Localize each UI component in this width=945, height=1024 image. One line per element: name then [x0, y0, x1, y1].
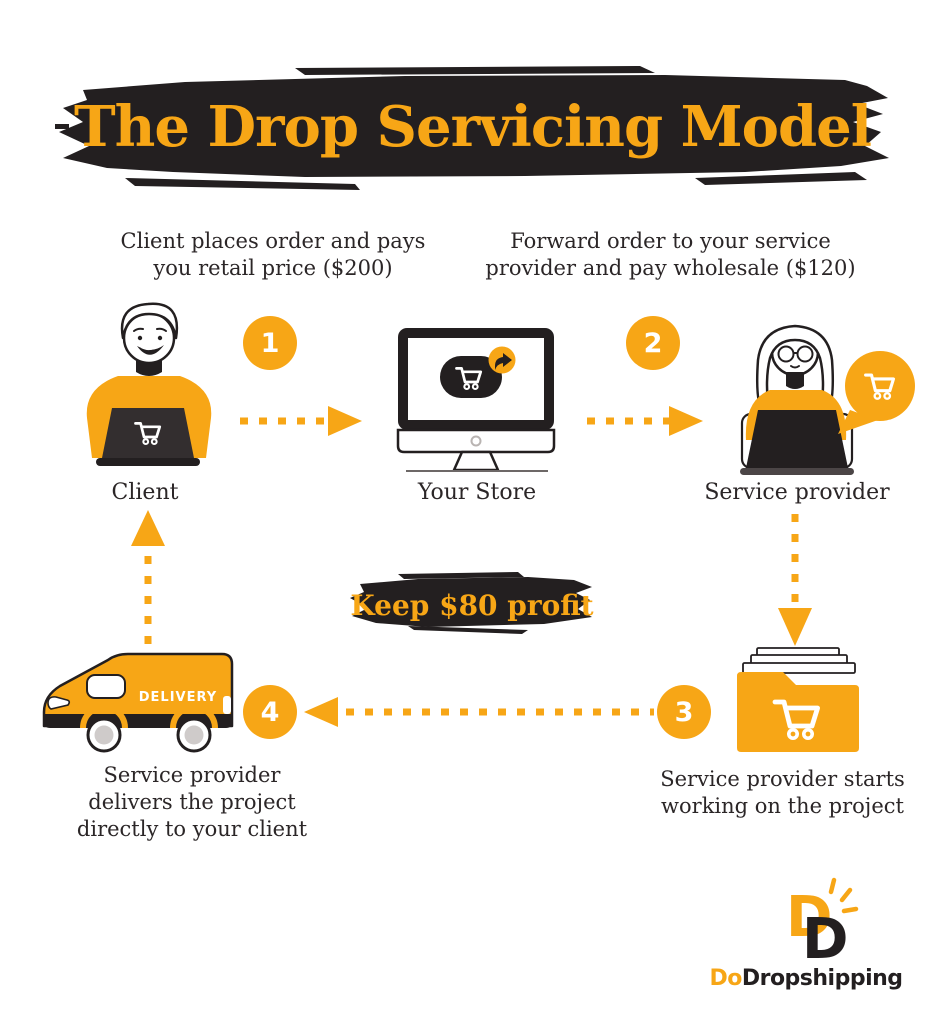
client-label: Client — [111, 480, 179, 505]
van-wheel-hub — [184, 725, 204, 745]
monitor-stand — [452, 450, 500, 472]
store-illustration — [396, 328, 556, 472]
brand-wordmark-do: Do — [709, 966, 742, 991]
client-brows — [133, 327, 167, 332]
step-1-caption-line-2: you retail price ($200) — [153, 256, 393, 280]
client-laptop — [102, 408, 194, 458]
provider-label: Service provider — [704, 480, 890, 505]
monitor-button — [470, 435, 482, 447]
profit-banner: Keep $80 profit — [348, 572, 596, 638]
arrow-store-to-provider — [587, 406, 703, 436]
step-3-caption-line-2: working on the project — [661, 794, 904, 818]
folder-icon — [737, 647, 859, 752]
step-3-caption-line-1: Service provider starts — [660, 767, 905, 791]
step-1-badge: 1 — [243, 316, 297, 370]
step-2-caption-line-2: provider and pay wholesale ($120) — [485, 256, 856, 280]
title-banner: The Drop Servicing Model — [55, 66, 890, 194]
brush-stroke — [55, 66, 889, 190]
arrow-provider-to-folder — [778, 514, 812, 646]
arrow-folder-to-van — [304, 697, 654, 727]
van-door-handle — [223, 696, 231, 714]
van-headlight — [47, 696, 71, 710]
step-4-number: 4 — [260, 696, 280, 728]
van-fender-front — [80, 704, 128, 729]
brand-wordmark: DoDropshipping — [700, 966, 912, 991]
step-4-caption-line-1: Service provider — [103, 763, 281, 787]
van-wheel-hub — [94, 725, 114, 745]
provider-laptop — [746, 410, 848, 468]
client-eye-right — [157, 335, 163, 341]
share-icon — [495, 353, 512, 370]
folder-paper — [742, 662, 856, 674]
client-eye-left — [137, 335, 143, 341]
logo-rays-icon — [828, 877, 859, 914]
provider-laptop-base — [740, 468, 854, 475]
delivery-van-icon: DELIVERY — [42, 652, 234, 753]
store-label: Your Store — [417, 480, 537, 505]
step-3-badge: 3 — [657, 685, 711, 739]
van-window — [86, 674, 126, 699]
folder-body — [737, 672, 859, 752]
step-3-caption: Service provider starts working on the p… — [650, 766, 915, 820]
page-title: The Drop Servicing Model — [73, 94, 872, 160]
client-laptop-base — [96, 458, 200, 466]
step-2-caption: Forward order to your service provider a… — [458, 228, 883, 282]
step-1-caption-line-1: Client places order and pays — [120, 229, 426, 253]
van-fender-rear — [170, 704, 218, 729]
van-text: DELIVERY — [139, 690, 217, 705]
brush-stroke — [350, 572, 592, 634]
provider-collar — [786, 372, 804, 389]
step-4-caption-line-2: delivers the project — [88, 790, 296, 814]
step-1-number: 1 — [260, 327, 280, 359]
profit-text: Keep $80 profit — [350, 588, 594, 622]
client-hair — [120, 302, 179, 340]
arrow-client-to-store — [240, 406, 362, 436]
brand-logo-mark: D D — [786, 877, 859, 972]
step-2-caption-line-1: Forward order to your service — [510, 229, 831, 253]
provider-smile — [790, 365, 800, 369]
client-teeth — [141, 344, 160, 351]
step-3-number: 3 — [674, 696, 694, 728]
step-1-caption: Client places order and pays you retail … — [88, 228, 458, 282]
speech-bubble-tail — [838, 410, 878, 434]
step-4-caption-line-3: directly to your client — [76, 817, 308, 841]
step-4-badge: 4 — [243, 685, 297, 739]
logo-d-black: D — [802, 907, 848, 960]
client-illustration — [86, 302, 212, 466]
brand-logo: D D DoDropshipping — [700, 876, 912, 996]
speech-bubble-icon — [845, 351, 915, 421]
cart-blob — [440, 356, 502, 398]
step-4-caption: Service provider delivers the project di… — [72, 762, 312, 843]
logo-d-orange: D — [786, 885, 832, 950]
provider-illustration — [740, 324, 915, 475]
step-2-badge: 2 — [626, 316, 680, 370]
step-2-number: 2 — [643, 327, 663, 359]
brand-wordmark-dropshipping: Dropshipping — [741, 966, 903, 991]
arrow-van-to-client — [131, 510, 165, 646]
